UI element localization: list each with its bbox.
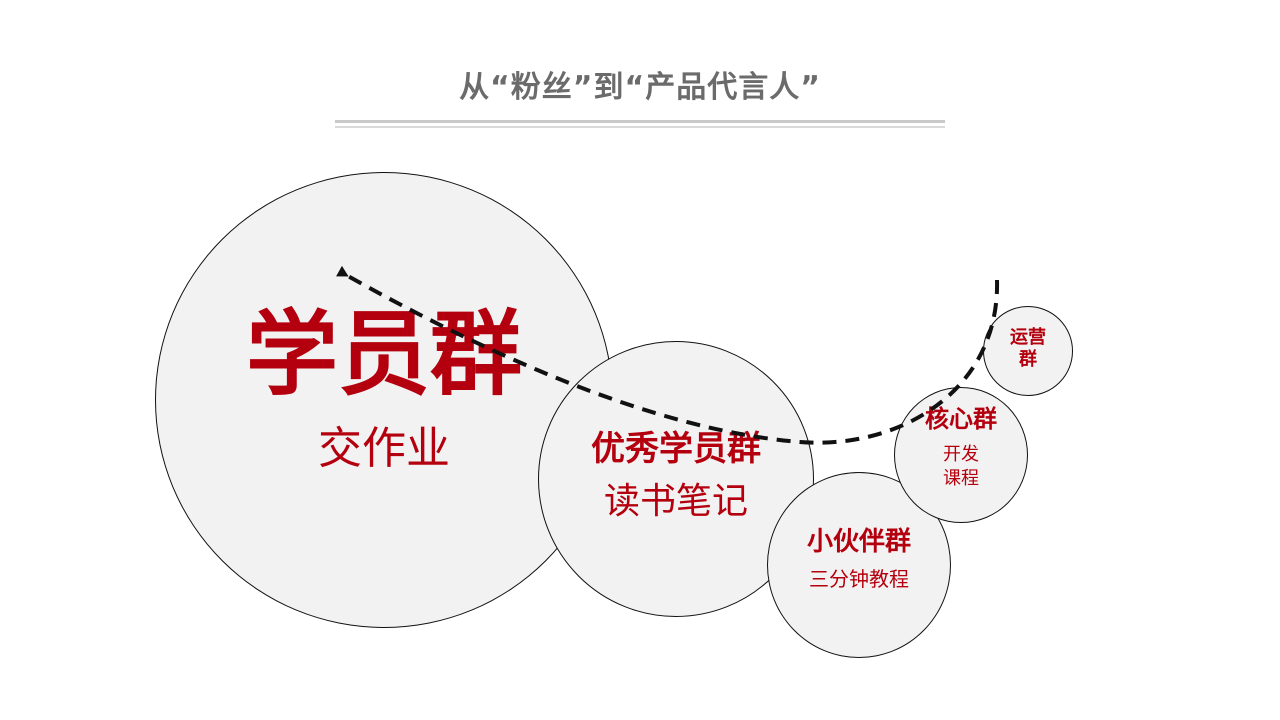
bubble-core-group: 核心群 开发 课程 [894,387,1028,523]
bubble-student-group-name: 学员群 [245,301,522,408]
bubble-excellent-student-group-name: 优秀学员群 [591,429,761,469]
bubble-operations-group-name: 运营 群 [1010,327,1046,372]
slide-title: 从“粉丝”到“产品代言人” [459,70,821,105]
bubble-operations-group-name-line2: 群 [1019,349,1037,370]
bubble-partner-group-desc: 三分钟教程 [809,567,909,591]
title-underline [335,120,945,123]
bubble-operations-group-name-line1: 运营 [1010,326,1046,348]
title-underline-secondary [335,126,945,128]
bubble-excellent-student-group-desc: 读书笔记 [603,481,748,522]
bubble-core-group-name: 核心群 [925,404,997,433]
bubble-operations-group: 运营 群 [983,306,1073,396]
bubble-core-group-desc-line2: 课程 [943,468,979,489]
bubble-partner-group-name: 小伙伴群 [806,527,911,557]
bubble-core-group-desc-line1: 开发 [943,443,979,465]
bubble-student-group-desc: 交作业 [318,423,450,474]
bubble-core-group-desc: 开发 课程 [943,443,979,492]
bubble-student-group: 学员群 交作业 [155,172,613,628]
